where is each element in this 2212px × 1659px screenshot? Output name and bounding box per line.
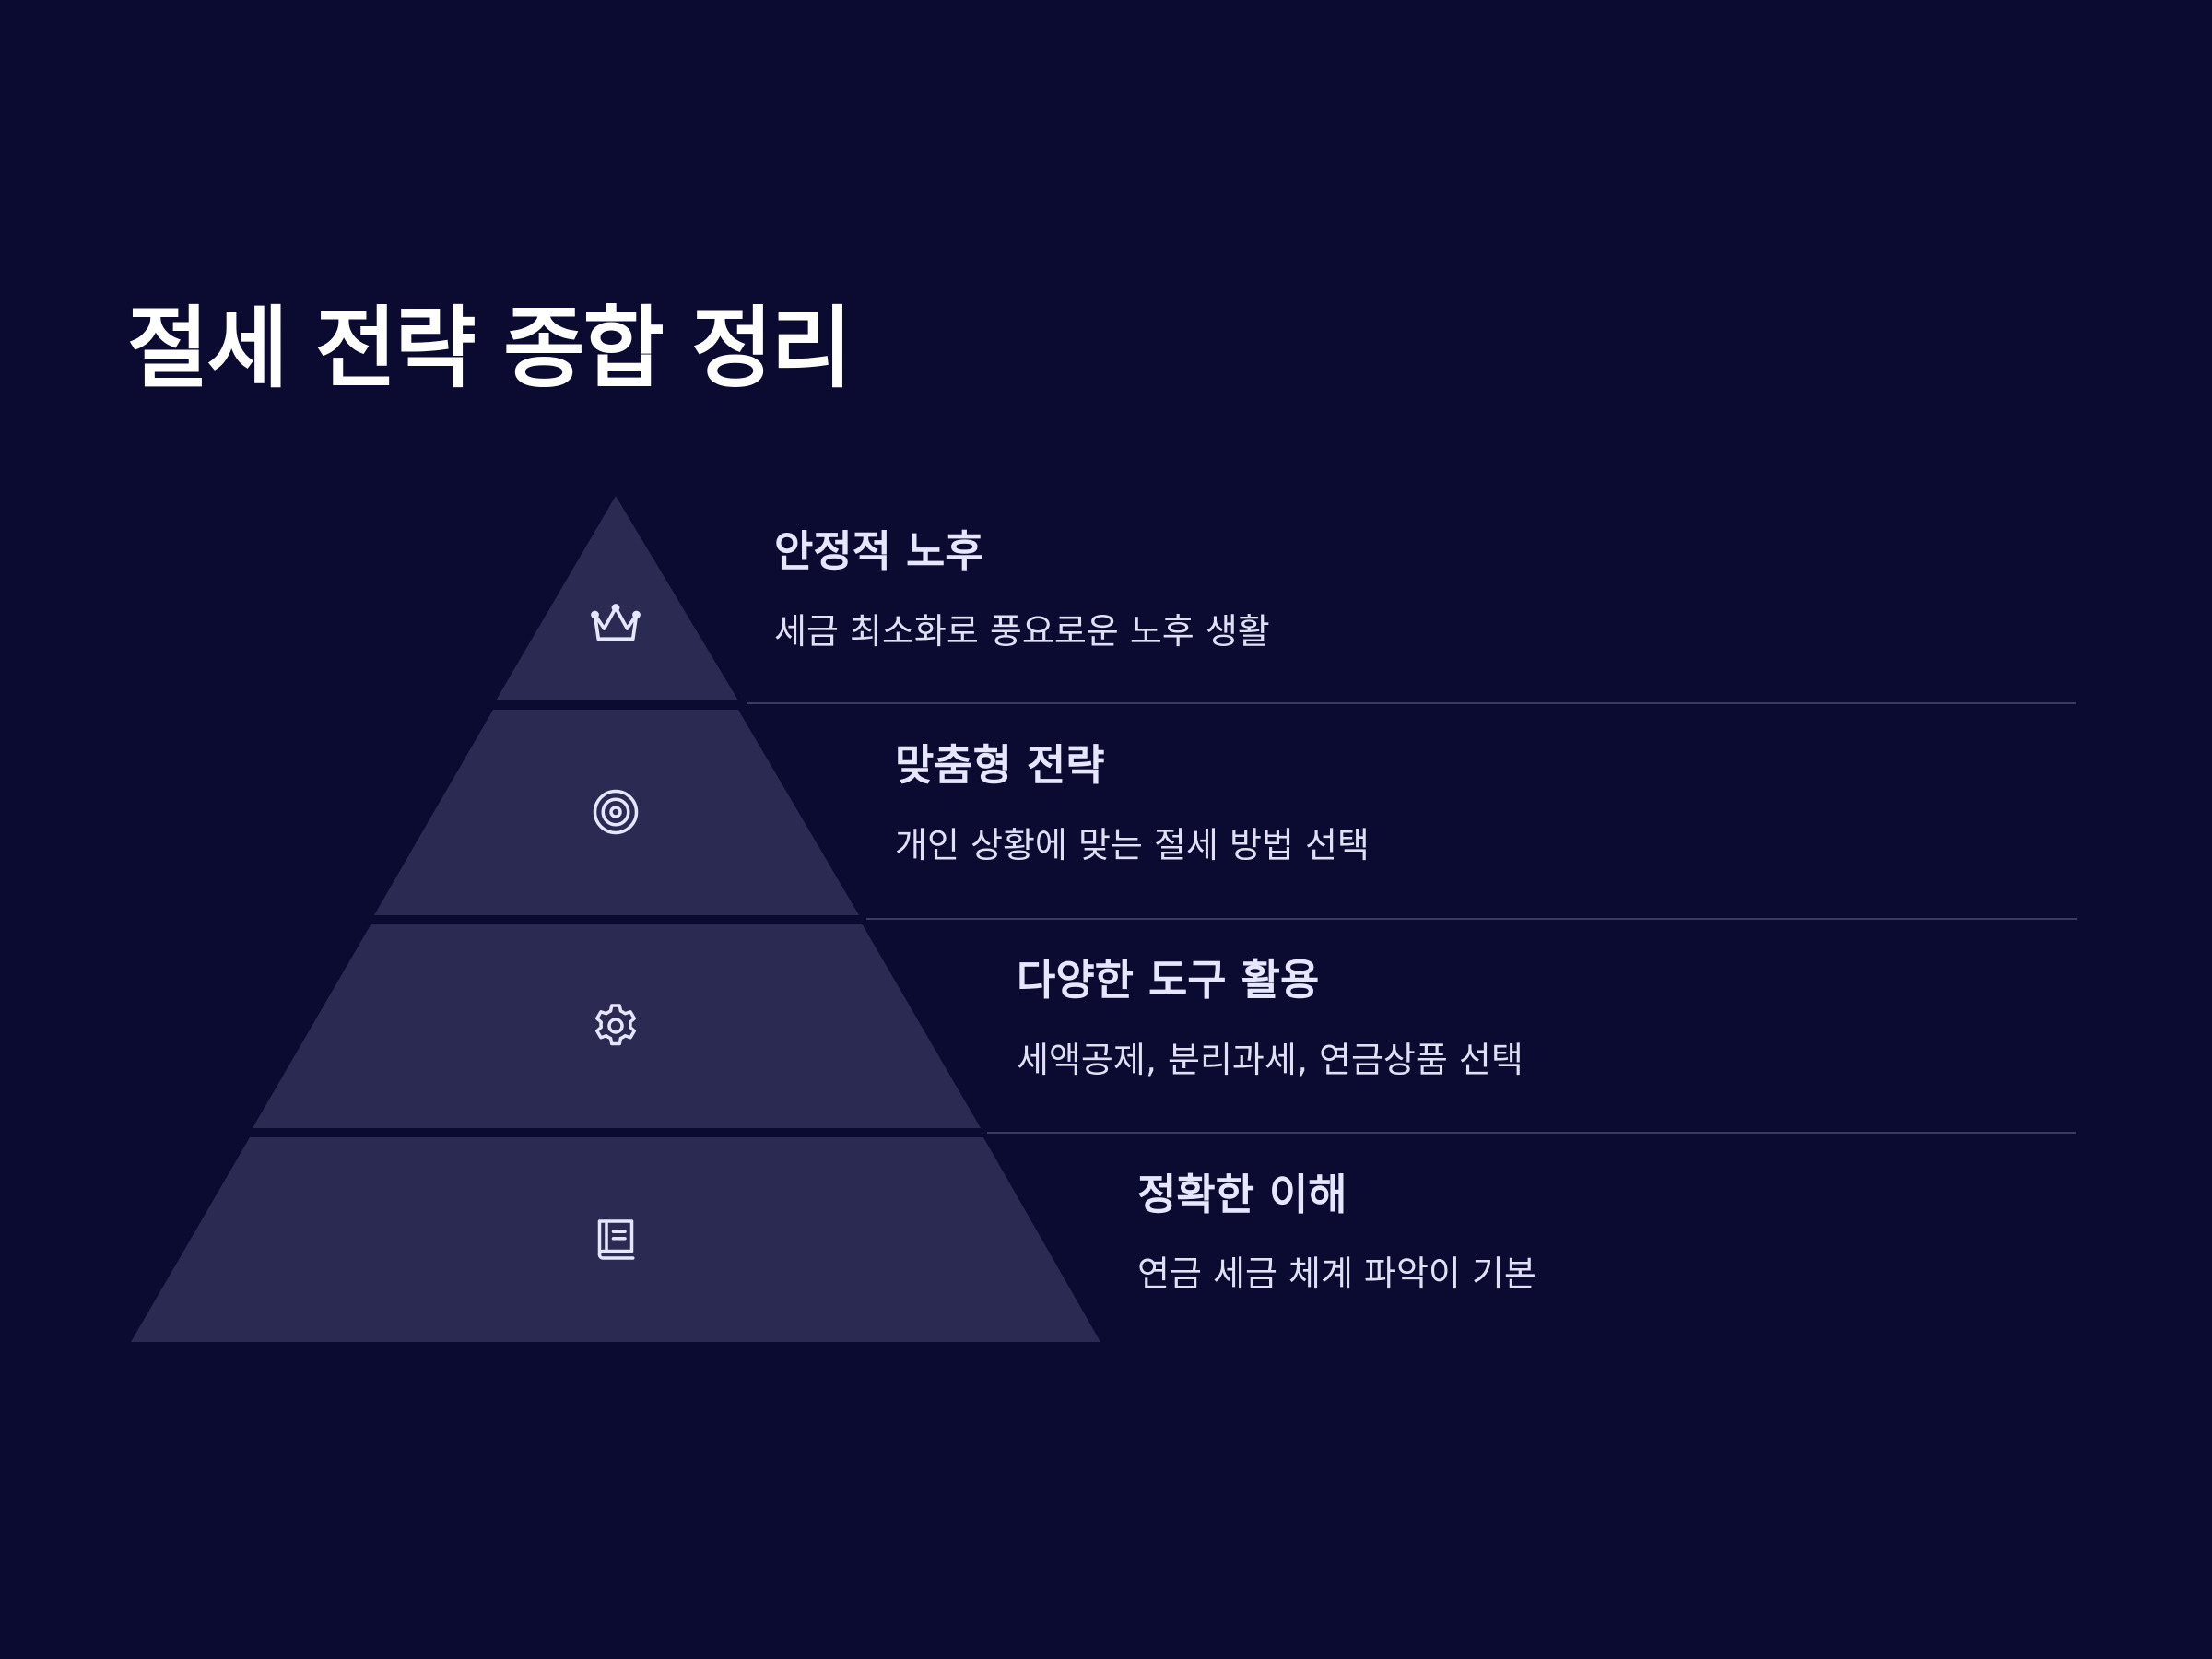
tier-3-divider (987, 1132, 2076, 1134)
target-icon (588, 784, 643, 840)
gear-icon (588, 998, 643, 1053)
book-icon (588, 1212, 643, 1267)
tier-4-description: 연금 세금 체계 파악이 기본 (1137, 1253, 1536, 1294)
tier-2-heading: 맞춤형 전략 (895, 740, 1105, 790)
pyramid-tier-2 (374, 710, 859, 915)
tier-2-divider (866, 918, 2077, 920)
tier-1-divider (747, 702, 2076, 704)
tier-3-heading: 다양한 도구 활용 (1017, 955, 1320, 1005)
tier-2-description: 개인 상황에 맞는 절세 방법 선택 (895, 825, 1370, 865)
tier-1-heading: 안정적 노후 (774, 526, 984, 576)
pyramid-tier-1 (496, 496, 738, 700)
pyramid-tier-3 (253, 924, 981, 1128)
tier-3-description: 세액공제, 분리과세, 연금상품 선택 (1017, 1040, 1524, 1080)
tier-4-heading: 정확한 이해 (1137, 1170, 1347, 1219)
crown-icon (588, 596, 643, 652)
page-title: 절세 전략 종합 정리 (127, 297, 853, 400)
tier-1-description: 세금 최소화로 풍요로운 노후 생활 (774, 611, 1270, 652)
